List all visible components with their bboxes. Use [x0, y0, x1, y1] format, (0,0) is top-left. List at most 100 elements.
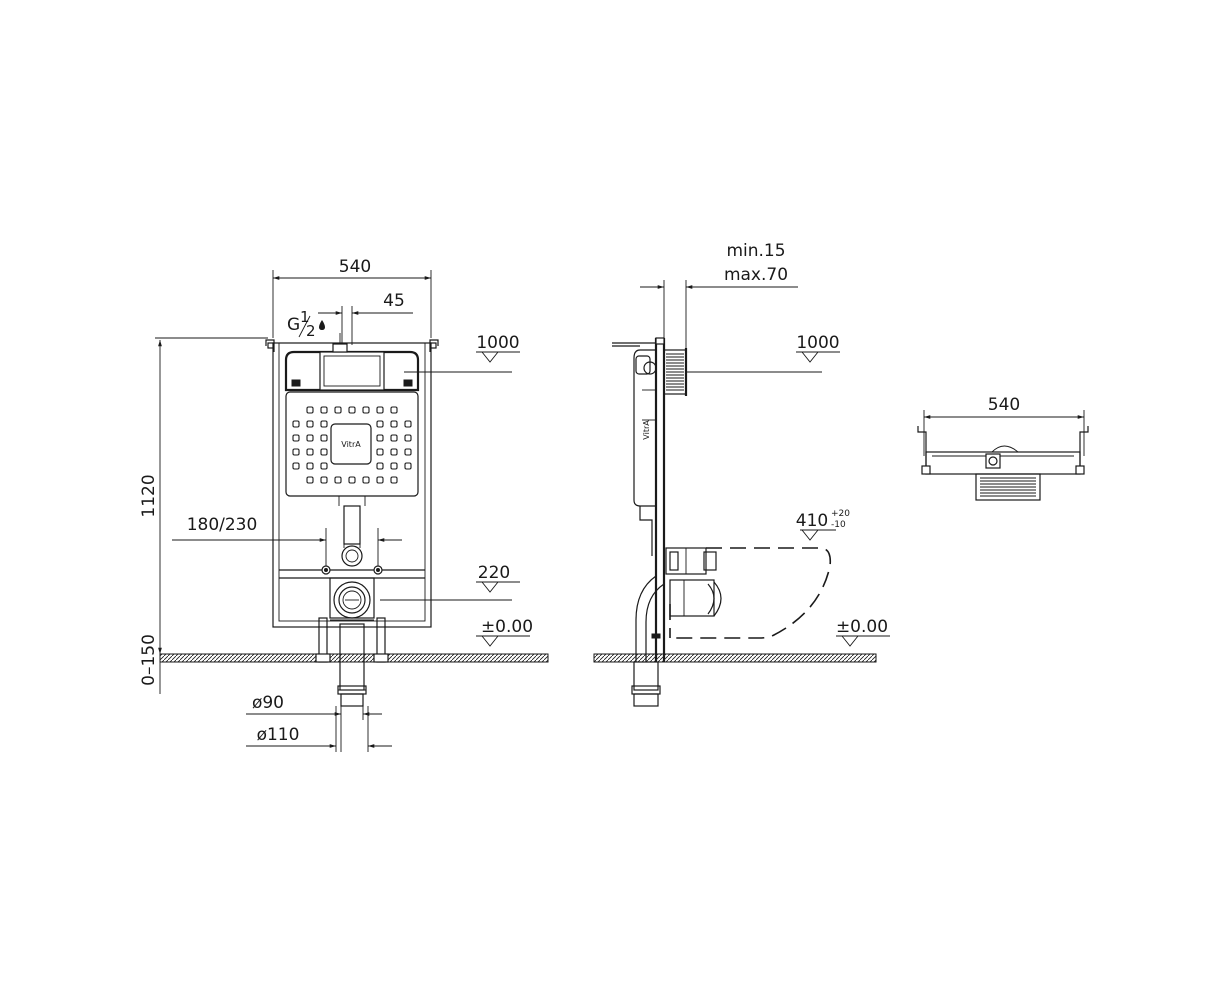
vent-hole	[362, 406, 370, 414]
frame	[265, 339, 439, 628]
offset-dimension: 45	[318, 291, 413, 345]
crossbar	[279, 565, 425, 579]
vent-hole	[390, 420, 398, 428]
height-label: 1120	[139, 474, 159, 517]
vent-hole	[376, 420, 384, 428]
vent-hole	[306, 434, 314, 442]
vent-hole	[320, 434, 328, 442]
level-floor-label: ±0.00	[481, 617, 533, 637]
pipe-small-label: ø90	[252, 693, 284, 713]
top-width-label: 540	[988, 395, 1020, 415]
waste-outlet	[337, 623, 367, 707]
vent-hole	[376, 406, 384, 414]
spacing-label: 180/230	[187, 515, 258, 535]
flush-plate: VitrA	[292, 406, 412, 484]
tolerance-minus: -10	[831, 520, 846, 530]
floor-adjust-label: 0–150	[139, 634, 159, 686]
brand-logo: VitrA	[341, 440, 361, 449]
side-level-floor: ±0.00	[836, 617, 890, 647]
vent-hole	[390, 434, 398, 442]
vent-hole	[292, 448, 300, 456]
tolerance-plus: +20	[831, 509, 850, 519]
vent-hole	[376, 434, 384, 442]
pipe-large-dimension: ø110	[246, 706, 392, 752]
vent-hole	[390, 462, 398, 470]
floor-adjust-dimension: 0–150	[139, 634, 161, 694]
side-level-floor-label: ±0.00	[836, 617, 888, 637]
vent-hole	[320, 448, 328, 456]
vent-hole	[390, 476, 398, 484]
vent-hole	[320, 476, 328, 484]
toilet-bowl-outline	[669, 547, 832, 639]
vent-hole	[404, 462, 412, 470]
legs	[315, 617, 389, 663]
vent-hole	[306, 420, 314, 428]
level-marker-top: 1000	[404, 333, 520, 373]
wall-gap-dimension: min.15 max.70	[640, 241, 798, 352]
side-view: min.15 max.70 VitrA	[593, 241, 890, 707]
vent-hole	[334, 406, 342, 414]
vent-hole	[320, 462, 328, 470]
vent-hole	[334, 476, 342, 484]
pipe-small-dimension: ø90	[246, 693, 382, 752]
width-label: 540	[339, 257, 371, 277]
side-floor-slab	[593, 653, 877, 663]
side-level-top-label: 1000	[796, 333, 839, 353]
vent-hole	[306, 448, 314, 456]
front-view: 540 45 G 1 2 1120 0–150	[139, 257, 549, 752]
vent-hole	[306, 406, 314, 414]
vent-hole	[306, 476, 314, 484]
vent-hole	[376, 448, 384, 456]
vent-hole	[292, 420, 300, 428]
level-marker-mid: 220	[380, 563, 520, 601]
vent-hole	[390, 448, 398, 456]
side-waste-outlet	[631, 661, 661, 707]
vent-hole	[306, 462, 314, 470]
bowl-height-marker: 410 +20 -10	[796, 509, 850, 541]
level-top-label: 1000	[476, 333, 519, 353]
cistern	[284, 333, 420, 506]
inlet-two: 2	[306, 322, 316, 340]
vent-hole	[404, 434, 412, 442]
inlet-one: 1	[300, 308, 310, 326]
pan-connector	[329, 577, 375, 619]
inlet-g: G	[287, 315, 300, 335]
hole-grid	[292, 406, 412, 484]
vent-hole	[390, 406, 398, 414]
spacing-dimension: 180/230	[172, 515, 402, 574]
gap-min-label: min.15	[726, 241, 785, 261]
vent-hole	[320, 420, 328, 428]
drain-pipe	[341, 505, 363, 567]
inlet-label: G 1 2	[287, 308, 325, 340]
height-dimension: 1120	[139, 337, 268, 654]
vent-hole	[362, 476, 370, 484]
top-view: 540	[917, 395, 1089, 501]
offset-label: 45	[383, 291, 405, 311]
vent-hole	[348, 476, 356, 484]
side-frame	[612, 337, 666, 662]
bowl-height-label: 410	[796, 511, 828, 531]
gap-max-label: max.70	[724, 265, 788, 285]
floor-slab	[159, 653, 549, 663]
level-marker-floor: ±0.00	[476, 617, 533, 647]
side-brand-logo: VitrA	[642, 420, 651, 440]
vent-hole	[292, 462, 300, 470]
width-dimension: 540	[272, 257, 432, 338]
level-mid-label: 220	[478, 563, 510, 583]
side-connectors	[635, 547, 722, 662]
top-frame	[917, 426, 1089, 501]
vent-hole	[376, 462, 384, 470]
side-level-top: 1000	[686, 333, 840, 373]
vent-hole	[292, 434, 300, 442]
vent-hole	[348, 406, 356, 414]
side-cistern: VitrA	[633, 349, 657, 556]
vent-hole	[320, 406, 328, 414]
side-flush-plate	[663, 348, 688, 396]
water-drop-icon	[319, 320, 325, 330]
vent-hole	[404, 448, 412, 456]
pipe-large-label: ø110	[257, 725, 300, 745]
vent-hole	[404, 420, 412, 428]
top-width-dimension: 540	[923, 395, 1085, 456]
vent-hole	[376, 476, 384, 484]
